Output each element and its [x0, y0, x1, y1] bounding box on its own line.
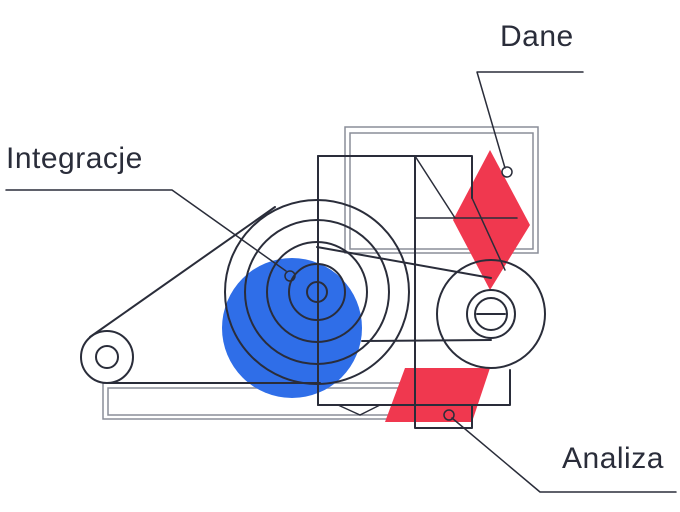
callout-leaders — [5, 71, 677, 493]
integracje-label: Integracje — [6, 142, 143, 175]
machine-housing — [317, 155, 518, 429]
analiza-leader — [451, 417, 677, 493]
analiza-red-parallelogram — [385, 368, 490, 422]
dane-red-diamond — [453, 150, 530, 290]
big-pulley — [224, 199, 410, 385]
dane-label: Dane — [500, 20, 574, 53]
drive-belts — [89, 206, 492, 384]
analiza-label: Analiza — [562, 442, 664, 475]
right-pulley — [436, 259, 546, 369]
integracje-marker-dot — [284, 270, 296, 282]
dane-leader — [476, 71, 584, 169]
left-pulley — [80, 330, 134, 384]
dane-marker-dot — [501, 166, 513, 178]
integracje-leader — [5, 189, 287, 272]
analiza-marker-dot — [443, 409, 455, 421]
red-shapes — [385, 150, 530, 422]
